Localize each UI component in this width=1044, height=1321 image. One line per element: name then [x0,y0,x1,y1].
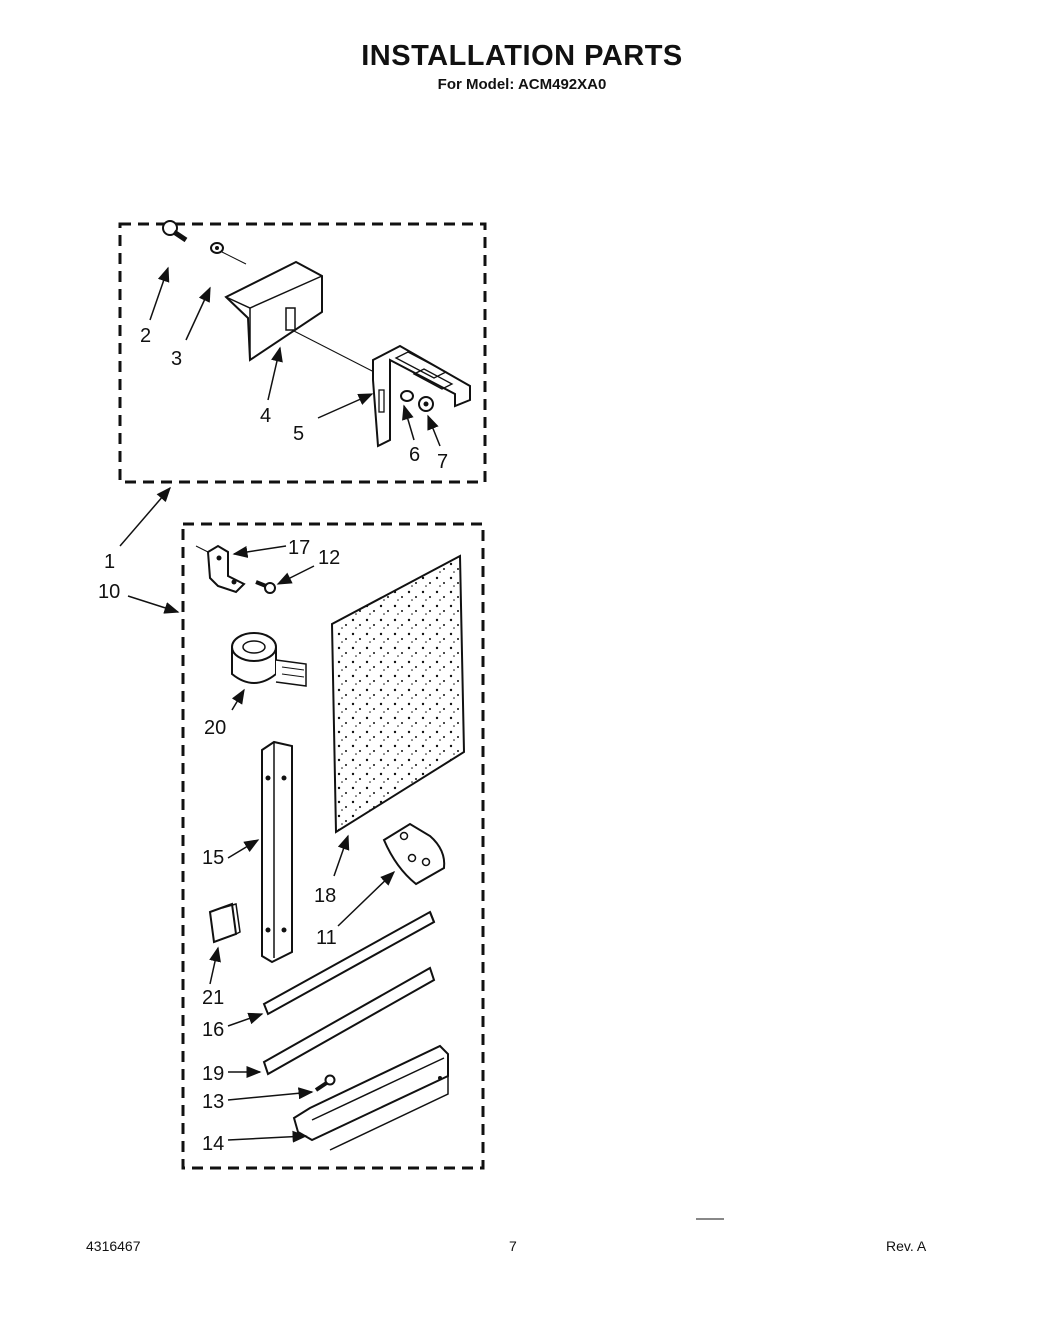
kit-box-lower [181,522,485,1170]
washer-part [400,390,414,402]
revision-label: Rev. A [886,1238,927,1254]
callout-20: 20 [204,717,226,739]
screw-part [255,580,276,594]
screw-part [162,220,188,243]
leader-arrow [276,565,315,585]
callout-3: 3 [171,348,182,370]
kit-box-upper [118,222,487,484]
callout-11: 11 [316,927,337,949]
foam-panel-part [330,554,466,834]
side-channel-part [261,740,293,964]
support-bracket-part [372,344,471,448]
assembly-guide-line [221,251,247,265]
leader-arrow [337,870,396,927]
leader-arrow [227,1012,264,1027]
callout-7: 7 [437,451,448,473]
callout-5: 5 [293,423,304,445]
leader-arrow [119,486,171,547]
leader-arrow [231,688,245,711]
leader-arrow [149,266,170,321]
leader-arrow [209,946,221,985]
leader-arrow [227,839,260,859]
page-title: INSTALLATION PARTS [361,40,683,72]
callout-4: 4 [260,405,271,427]
leader-arrow [227,1087,314,1101]
tape-roll-part [231,632,307,687]
leader-arrow [127,595,180,614]
leader-arrow [267,346,283,401]
leader-arrow [317,393,374,419]
page-number: 7 [509,1238,517,1254]
callout-2: 2 [140,325,151,347]
document-number: 4316467 [86,1238,141,1254]
callout-17: 17 [288,537,310,559]
sill-support-part [292,1044,449,1151]
foam-block-part [208,902,241,944]
washer-part [210,242,224,254]
callout-16: 16 [202,1019,224,1041]
callout-1: 1 [104,551,115,573]
leader-arrow [185,286,211,341]
leader-arrow [427,414,441,447]
callout-14: 14 [202,1133,224,1155]
screw-part [314,1074,336,1092]
callout-15: 15 [202,847,224,869]
foam-strip-part [262,966,436,1076]
lock-bracket-part [382,822,446,886]
callout-13: 13 [202,1091,224,1113]
assembly-guide-line [291,329,379,375]
leader-arrow [232,545,287,558]
angle-bracket-part [195,544,246,594]
callout-12: 12 [318,547,340,569]
callout-21: 21 [202,987,224,1009]
bracket-cover-part [224,260,323,362]
callout-10: 10 [98,581,120,603]
foam-strip-part [262,910,436,1016]
nut-part [418,396,434,412]
model-subtitle: For Model: ACM492XA0 [437,76,607,93]
callout-6: 6 [409,444,420,466]
leader-arrow [333,834,350,877]
callout-19: 19 [202,1063,224,1085]
leader-arrow [227,1130,308,1143]
leader-arrow [402,404,415,441]
callout-18: 18 [314,885,336,907]
